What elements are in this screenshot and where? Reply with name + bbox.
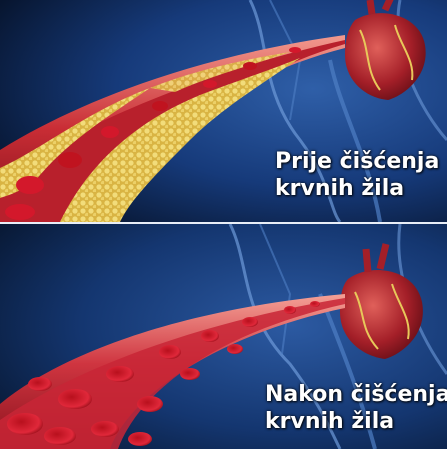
panel-divider [0, 222, 447, 224]
after-caption-line2: krvnih žila [265, 409, 395, 434]
after-panel: Nakon čišćenja krvnih žila [0, 224, 447, 449]
before-caption-line1: Prije čišćenja [275, 149, 440, 174]
heart-icon [340, 243, 423, 359]
before-caption-line2: krvnih žila [275, 176, 405, 201]
after-caption-line1: Nakon čišćenja [265, 382, 447, 407]
clogged-artery-illustration [0, 0, 447, 222]
before-caption: Prije čišćenja krvnih žila [275, 148, 439, 202]
before-panel: Prije čišćenja krvnih žila [0, 0, 447, 222]
blood-cells [5, 47, 301, 220]
after-caption: Nakon čišćenja krvnih žila [265, 381, 447, 435]
blood-cells [7, 301, 320, 446]
heart-icon [345, 0, 426, 100]
clean-artery-illustration [0, 224, 447, 449]
